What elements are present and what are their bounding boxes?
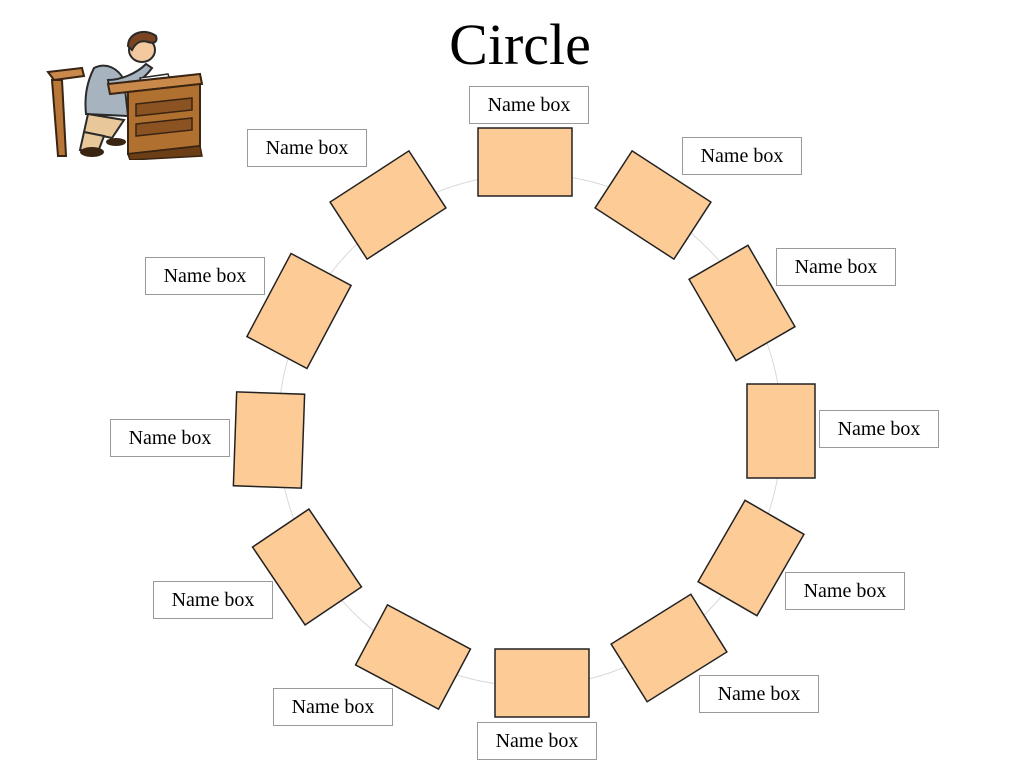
desk-group [232, 127, 816, 718]
desk-rectangle[interactable] [494, 648, 590, 718]
name-box[interactable]: Name box [785, 572, 905, 610]
desk-rectangle[interactable] [610, 593, 728, 703]
desk-rectangle[interactable] [251, 507, 363, 627]
desk-rectangle[interactable] [477, 127, 573, 197]
name-box[interactable]: Name box [153, 581, 273, 619]
name-box[interactable]: Name box [699, 675, 819, 713]
slide-title: Circle [449, 12, 591, 77]
name-box[interactable]: Name box [110, 419, 230, 457]
desk-rectangle[interactable] [746, 383, 816, 479]
name-box[interactable]: Name box [469, 86, 589, 124]
desk-rectangle[interactable] [697, 499, 805, 617]
desk-rectangle[interactable] [245, 252, 353, 370]
desk-rectangle[interactable] [354, 603, 472, 711]
student-at-desk-icon [46, 30, 204, 160]
desk-rectangle[interactable] [688, 244, 796, 362]
desk-rectangle[interactable] [329, 149, 447, 261]
name-box[interactable]: Name box [247, 129, 367, 167]
name-box[interactable]: Name box [477, 722, 597, 760]
name-box[interactable]: Name box [273, 688, 393, 726]
name-box[interactable]: Name box [682, 137, 802, 175]
desk-rectangle[interactable] [232, 391, 306, 489]
name-box[interactable]: Name box [145, 257, 265, 295]
desk-rectangle[interactable] [594, 149, 712, 261]
name-box[interactable]: Name box [819, 410, 939, 448]
name-box[interactable]: Name box [776, 248, 896, 286]
seating-circle [277, 173, 783, 687]
